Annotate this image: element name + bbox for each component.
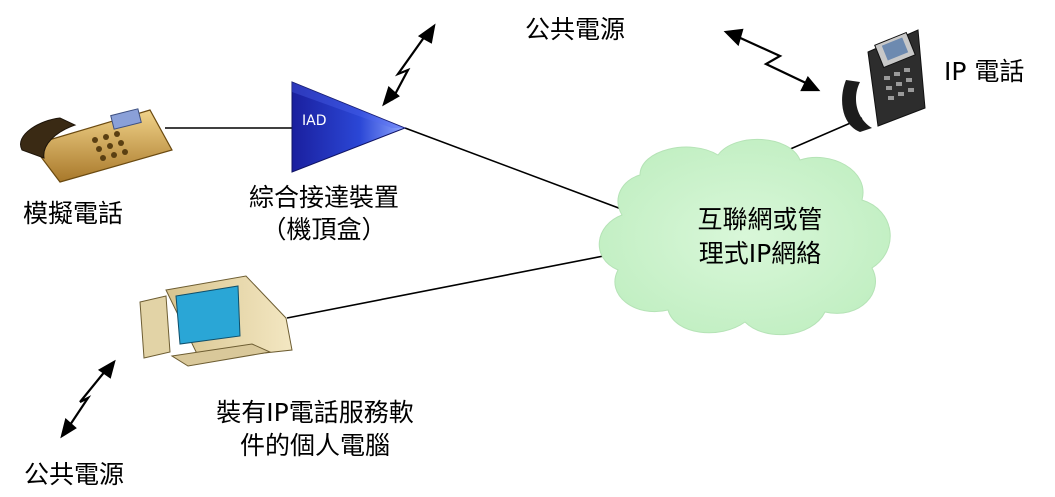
lightning-arrow-icon xyxy=(60,359,116,439)
ip-phone-icon xyxy=(842,29,926,132)
lightning-arrow-icon xyxy=(723,28,821,92)
iad-label-line1: 綜合接達裝置 xyxy=(248,183,399,212)
cloud-icon xyxy=(598,138,891,336)
ip-phone-label: IP 電話 xyxy=(944,57,1025,86)
link-iad-to-cloud xyxy=(404,127,641,217)
pstn-label-bottom: 公共電源 xyxy=(24,460,125,489)
pc-label-line2: 件的個人電腦 xyxy=(239,431,390,460)
iad-device-icon xyxy=(291,81,407,173)
iad-label-line2: （機頂盒） xyxy=(261,215,387,244)
analog-phone-icon xyxy=(20,108,173,183)
connection-lines xyxy=(165,117,863,319)
network-label-line1: 互聯網或管 xyxy=(697,205,823,234)
link-pc-to-cloud xyxy=(286,251,625,319)
lightning-arrow-icon xyxy=(382,23,436,107)
network-label-line2: 理式IP網絡 xyxy=(698,239,822,268)
computer-icon xyxy=(139,275,293,367)
iad-logo-label: IAD xyxy=(302,113,327,129)
pc-label-line1: 裝有IP電話服務軟 xyxy=(216,398,414,427)
analog-phone-label: 模擬電話 xyxy=(23,199,124,228)
pstn-label-top: 公共電源 xyxy=(525,15,626,44)
